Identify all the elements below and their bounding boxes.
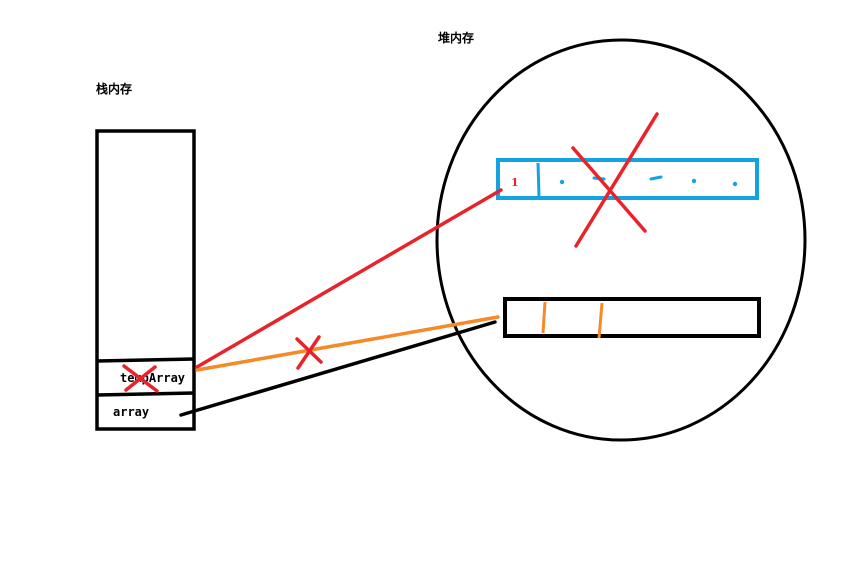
x-mark-icon <box>571 112 659 248</box>
heap-memory-circle <box>435 38 807 442</box>
stack-memory-box <box>95 129 196 431</box>
array-label: array <box>113 405 149 419</box>
heap-memory-title: 堆内存 <box>438 30 474 45</box>
black-array-divider-2 <box>597 302 604 339</box>
temp-array-reference-orange <box>195 315 500 372</box>
blue-array-dots <box>559 175 738 187</box>
x-mark-icon <box>122 364 159 393</box>
stack-divider-top <box>96 357 195 363</box>
stack-memory-title: 栈内存 <box>96 81 132 96</box>
first-element-value: 1 <box>511 176 519 189</box>
black-array-divider-1 <box>541 301 547 334</box>
temp-array-label: tempArray <box>120 371 185 385</box>
x-mark-icon <box>295 335 323 370</box>
blue-array-divider <box>536 162 541 197</box>
heap-array-black <box>503 297 761 338</box>
array-reference-black <box>179 320 497 417</box>
temp-array-reference-red <box>195 188 503 369</box>
stack-divider-bottom <box>96 391 195 397</box>
